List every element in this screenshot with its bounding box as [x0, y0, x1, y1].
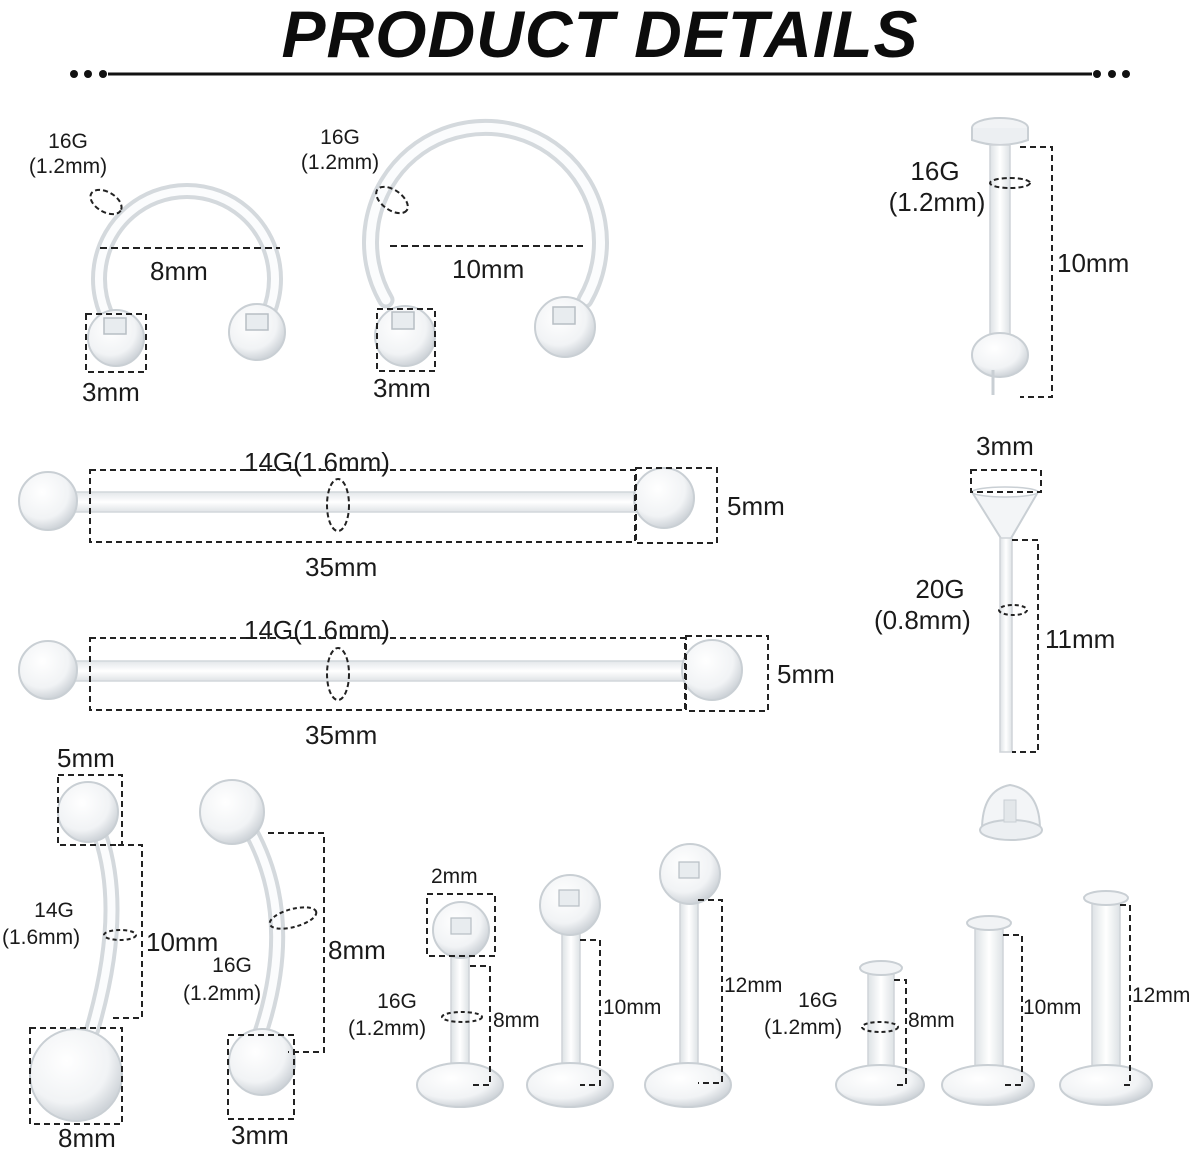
stud-gauge-label: 20G — [915, 574, 965, 604]
labret-ball-label: 2mm — [431, 865, 478, 888]
flat-labret-10mm-label: 10mm — [1023, 996, 1082, 1019]
belly1-gauge-label: 14G — [34, 899, 74, 922]
h1-gauge-label: 16G — [48, 130, 88, 153]
barbell1-length-label: 35mm — [305, 552, 378, 582]
labret-ball-gauge-mm-label: (1.2mm) — [348, 1017, 427, 1040]
h1-diameter-label: 8mm — [150, 256, 208, 286]
h2-gauge-mm-label: (1.2mm) — [300, 151, 380, 174]
stud-head-label: 3mm — [976, 431, 1034, 461]
barbell-1 — [18, 467, 718, 544]
stud-length-label: 11mm — [1045, 624, 1116, 654]
labret-length-label: 10mm — [1057, 248, 1130, 278]
ball-labret-10mm-label: 10mm — [603, 996, 662, 1019]
h1-gauge-mm-label: (1.2mm) — [28, 155, 108, 178]
belly-ring-16g — [199, 779, 325, 1120]
belly1-gauge-mm-label: (1.6mm) — [2, 926, 81, 949]
belly1-length-label: 10mm — [146, 927, 219, 957]
flat-labret-10mm — [941, 915, 1035, 1106]
cone-stud — [970, 469, 1043, 841]
labret-gauge-mm-label: (1.2mm) — [888, 187, 986, 217]
h2-ball-label: 3mm — [373, 373, 431, 403]
ball-labret-8mm — [416, 893, 504, 1108]
stud-gauge-mm-label: (0.8mm) — [874, 605, 971, 635]
belly2-gauge-label: 16G — [212, 954, 252, 977]
barbell2-ball-label: 5mm — [777, 659, 835, 689]
labret-10mm — [971, 117, 1053, 398]
horseshoe-10mm — [362, 118, 609, 372]
labret-ball-gauge-label: 16G — [377, 990, 417, 1013]
flat-labret-gauge-mm-label: (1.2mm) — [764, 1016, 843, 1039]
barbell1-gauge-label: 14G(1.6mm) — [244, 447, 390, 477]
horseshoe-8mm — [85, 182, 286, 373]
labret-gauge-label: 16G — [910, 156, 960, 186]
belly2-ball-label: 3mm — [231, 1120, 289, 1150]
belly-ring-14g — [29, 774, 143, 1125]
title-divider — [70, 70, 1130, 78]
barbell-2 — [18, 635, 769, 712]
flat-labret-8mm — [835, 960, 925, 1106]
ball-labret-12mm-label: 12mm — [724, 974, 783, 997]
flat-labret-12mm-label: 12mm — [1132, 984, 1191, 1007]
flat-labret-gauge-label: 16G — [798, 989, 838, 1012]
page-title: PRODUCT DETAILS — [281, 0, 919, 71]
belly1-bottom-ball-label: 8mm — [58, 1123, 116, 1153]
barbell1-ball-label: 5mm — [727, 491, 785, 521]
ball-labret-12mm — [644, 843, 732, 1108]
belly2-length-label: 8mm — [328, 935, 386, 965]
ball-labret-10mm — [526, 874, 614, 1108]
h2-diameter-label: 10mm — [452, 254, 525, 284]
barbell2-gauge-label: 14G(1.6mm) — [244, 615, 390, 645]
h2-gauge-label: 16G — [320, 126, 360, 149]
h1-ball-label: 3mm — [82, 377, 140, 407]
belly2-gauge-mm-label: (1.2mm) — [183, 982, 262, 1005]
barbell2-length-label: 35mm — [305, 720, 378, 750]
flat-labret-8mm-label: 8mm — [908, 1009, 955, 1032]
belly1-top-ball-label: 5mm — [57, 743, 115, 773]
ball-labret-8mm-label: 8mm — [493, 1009, 540, 1032]
flat-labret-12mm — [1059, 890, 1153, 1106]
